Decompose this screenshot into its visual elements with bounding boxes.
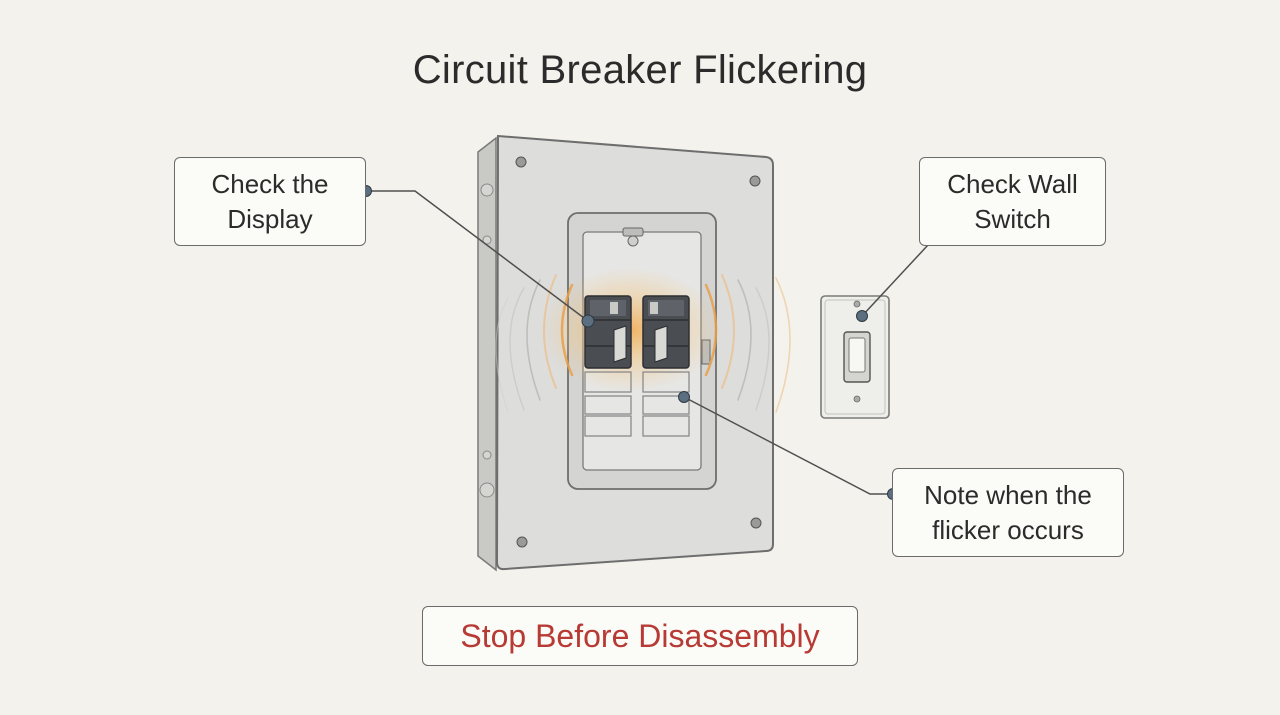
wall-switch-icon (820, 295, 890, 419)
flicker-waves-icon (495, 274, 791, 413)
callout-check-wall-switch: Check Wall Switch (919, 157, 1106, 246)
warning-stop-before-disassembly: Stop Before Disassembly (422, 606, 858, 666)
leader-lines (366, 190, 929, 495)
breaker-switches (584, 295, 690, 437)
diagram-title: Circuit Breaker Flickering (412, 48, 868, 92)
breaker-left (584, 295, 632, 369)
callout-note-flicker: Note when the flicker occurs (892, 468, 1124, 557)
callout-check-display: Check the Display (174, 157, 366, 246)
breaker-right (642, 295, 690, 369)
